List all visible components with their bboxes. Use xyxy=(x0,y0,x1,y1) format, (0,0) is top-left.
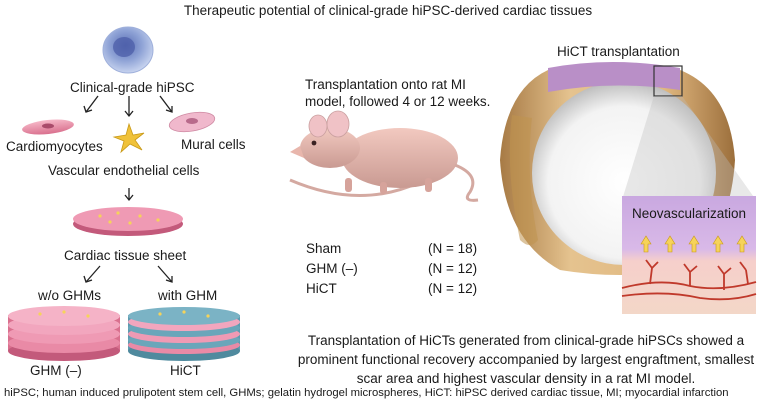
upward-arrows xyxy=(640,235,748,253)
mural-cell-icon xyxy=(168,111,216,133)
study-groups-list: Sham (N = 18) GHM (–) (N = 12) HiCT (N =… xyxy=(306,239,477,299)
cardiomyocyte-icon xyxy=(22,119,74,135)
group-name: Sham xyxy=(306,241,342,256)
group-row: HiCT (N = 12) xyxy=(306,279,477,299)
ghm-minus-stack-icon xyxy=(8,306,120,361)
conclusion-text: Transplantation of HiCTs generated from … xyxy=(297,333,755,386)
differentiation-arrows xyxy=(83,95,173,118)
group-row: Sham (N = 18) xyxy=(306,239,477,259)
vessels xyxy=(621,259,757,301)
with-ghm-label: with GHM xyxy=(158,288,218,303)
hipsc-label: Clinical-grade hiPSC xyxy=(70,80,195,95)
group-n: (N = 12) xyxy=(428,261,478,276)
hict-stack-icon xyxy=(128,307,240,361)
group-row: GHM (–) (N = 12) xyxy=(306,259,477,279)
cardiac-tissue-sheet-icon xyxy=(73,207,183,236)
cardiomyocytes-label: Cardiomyocytes xyxy=(6,139,103,154)
zoom-box xyxy=(653,65,683,97)
endothelial-cells-label: Vascular endothelial cells xyxy=(48,163,200,178)
rat-illustration xyxy=(289,110,479,202)
stacking-arrows xyxy=(83,265,173,283)
group-n: (N = 12) xyxy=(428,281,478,296)
hict-transplantation-title: HiCT transplantation xyxy=(557,44,680,59)
endothelial-cell-icon xyxy=(112,122,145,154)
transplantation-text-line1: Transplantation onto rat MI xyxy=(305,77,466,92)
group-n: (N = 18) xyxy=(428,241,478,256)
without-ghms-label: w/o GHMs xyxy=(38,288,102,303)
transplantation-text-line2: model, followed 4 or 12 weeks. xyxy=(305,94,491,109)
footnote-abbreviations: hiPSC; human induced prulipotent stem ce… xyxy=(4,387,729,399)
mural-cells-label: Mural cells xyxy=(181,137,246,152)
neovascularization-label: Neovascularization xyxy=(632,206,747,221)
figure-title: Therapeutic potential of clinical-grade … xyxy=(183,3,593,18)
neovascularization-inset xyxy=(621,196,757,314)
hict-label: HiCT xyxy=(170,363,201,378)
hict-patch xyxy=(548,62,680,92)
ghm-minus-label: GHM (–) xyxy=(30,363,82,378)
group-name: HiCT xyxy=(306,281,337,296)
cardiac-tissue-sheet-label: Cardiac tissue sheet xyxy=(64,248,187,263)
group-name: GHM (–) xyxy=(306,261,358,276)
hipsc-cell-icon xyxy=(102,26,154,74)
